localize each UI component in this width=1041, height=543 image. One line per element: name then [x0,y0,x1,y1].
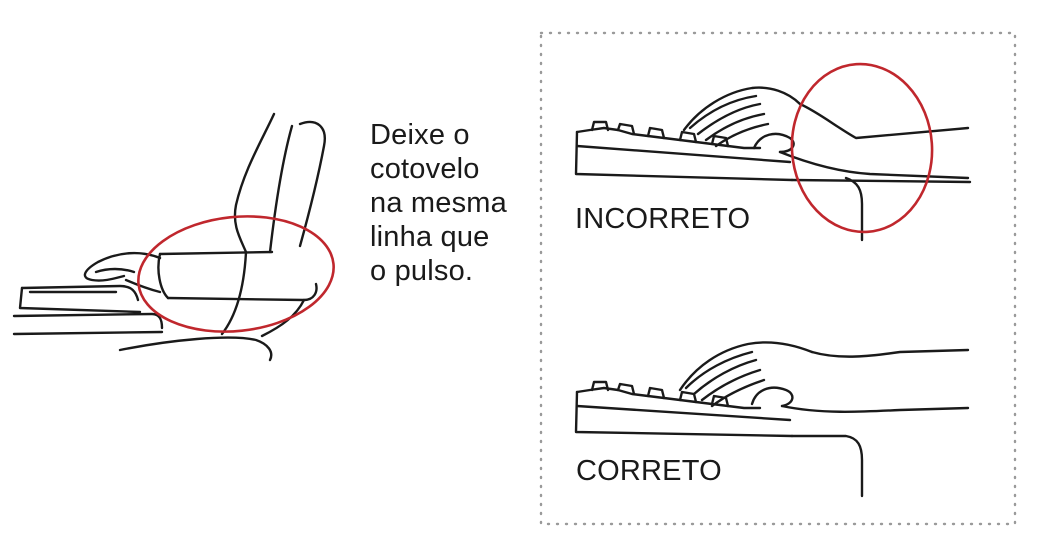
hip-line [260,298,306,338]
correct-keyboard-inner [575,404,792,422]
torso-back-line [233,112,276,254]
left-elbow-highlight [137,215,335,333]
correct-keys [590,380,730,408]
incorrect-desk-edge [790,178,972,184]
left-keyboard-top [20,284,140,302]
correct-forearm-bottom [780,404,970,413]
correct-keyboard-top [575,386,762,410]
correct-finger-2 [692,358,758,396]
correct-finger-1 [684,350,754,390]
incorrect-finger-3 [704,112,766,142]
correct-finger-4 [710,378,766,408]
correct-thumb [750,386,794,408]
incorrect-label: INCORRETO [575,203,751,235]
torso-front-line [298,120,326,248]
incorrect-hand-outline [682,86,802,132]
left-desk-top [12,312,164,330]
lower-back-line [220,250,248,336]
incorrect-keys [590,120,730,148]
incorrect-keyboard-top [575,126,762,150]
instruction-line-2: cotovelo [370,153,480,185]
instruction-line-5: o pulso. [370,255,474,287]
correct-desk-edge [790,434,864,498]
left-keyboard-front [18,286,142,314]
elbow-wrist-instruction: Deixe o cotovelo na mesma linha que o pu… [370,118,507,288]
incorrect-forearm-bottom [778,150,970,180]
correct-hand-outline [678,341,814,392]
instruction-line-4: linha que [370,221,490,253]
left-desk-front [12,330,164,336]
incorrect-finger-4 [714,122,770,148]
incorrect-wrist-highlight [790,62,934,234]
seated-figure-illustration [83,112,326,362]
correct-finger-3 [700,368,762,402]
upper-arm-back-line [268,124,294,254]
incorrect-desk-leg [844,176,864,242]
hand-thumb [124,278,162,294]
instruction-line-1: Deixe o [370,119,470,151]
incorrect-forearm-top [798,102,970,140]
incorrect-keyboard-inner [575,144,792,164]
left-keyboard-desk [12,284,164,336]
thigh-line [118,336,273,362]
hand-outline [83,251,162,282]
incorrect-finger-1 [688,94,758,130]
correct-forearm-top [810,348,970,358]
correct-posture-illustration [574,341,970,498]
correct-label: CORRETO [576,455,722,487]
incorrect-thumb [752,132,795,154]
comparison-panel-border [539,31,1017,526]
incorrect-posture-illustration [574,86,972,242]
instruction-line-3: na mesma [370,187,507,219]
hand-finger-1 [94,267,136,274]
forearm-top-line [158,250,274,256]
incorrect-finger-2 [696,102,762,136]
